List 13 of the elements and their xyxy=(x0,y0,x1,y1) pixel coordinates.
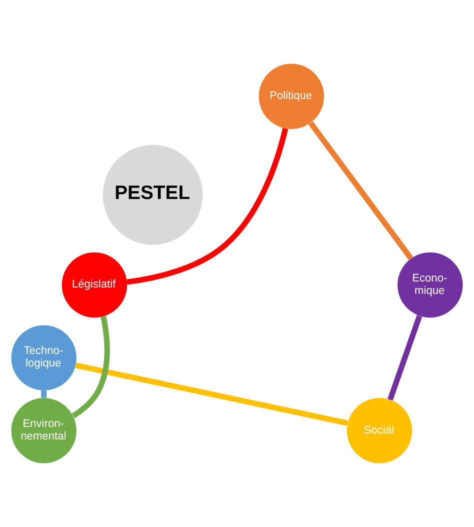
node-circle: Législatif xyxy=(62,252,128,318)
node-circle: Techno- logique xyxy=(11,325,76,390)
connector xyxy=(126,128,288,285)
connector xyxy=(388,315,422,401)
node-circle: Social xyxy=(346,398,412,464)
connector xyxy=(308,121,414,260)
connector xyxy=(72,316,110,418)
node-circle: Politique xyxy=(258,64,324,129)
node-circle: Econo- mique xyxy=(398,252,463,318)
connector xyxy=(41,390,47,398)
connector xyxy=(75,362,348,426)
node-circle: Environ- nemental xyxy=(11,398,76,464)
node-circle: PESTEL xyxy=(102,144,203,245)
